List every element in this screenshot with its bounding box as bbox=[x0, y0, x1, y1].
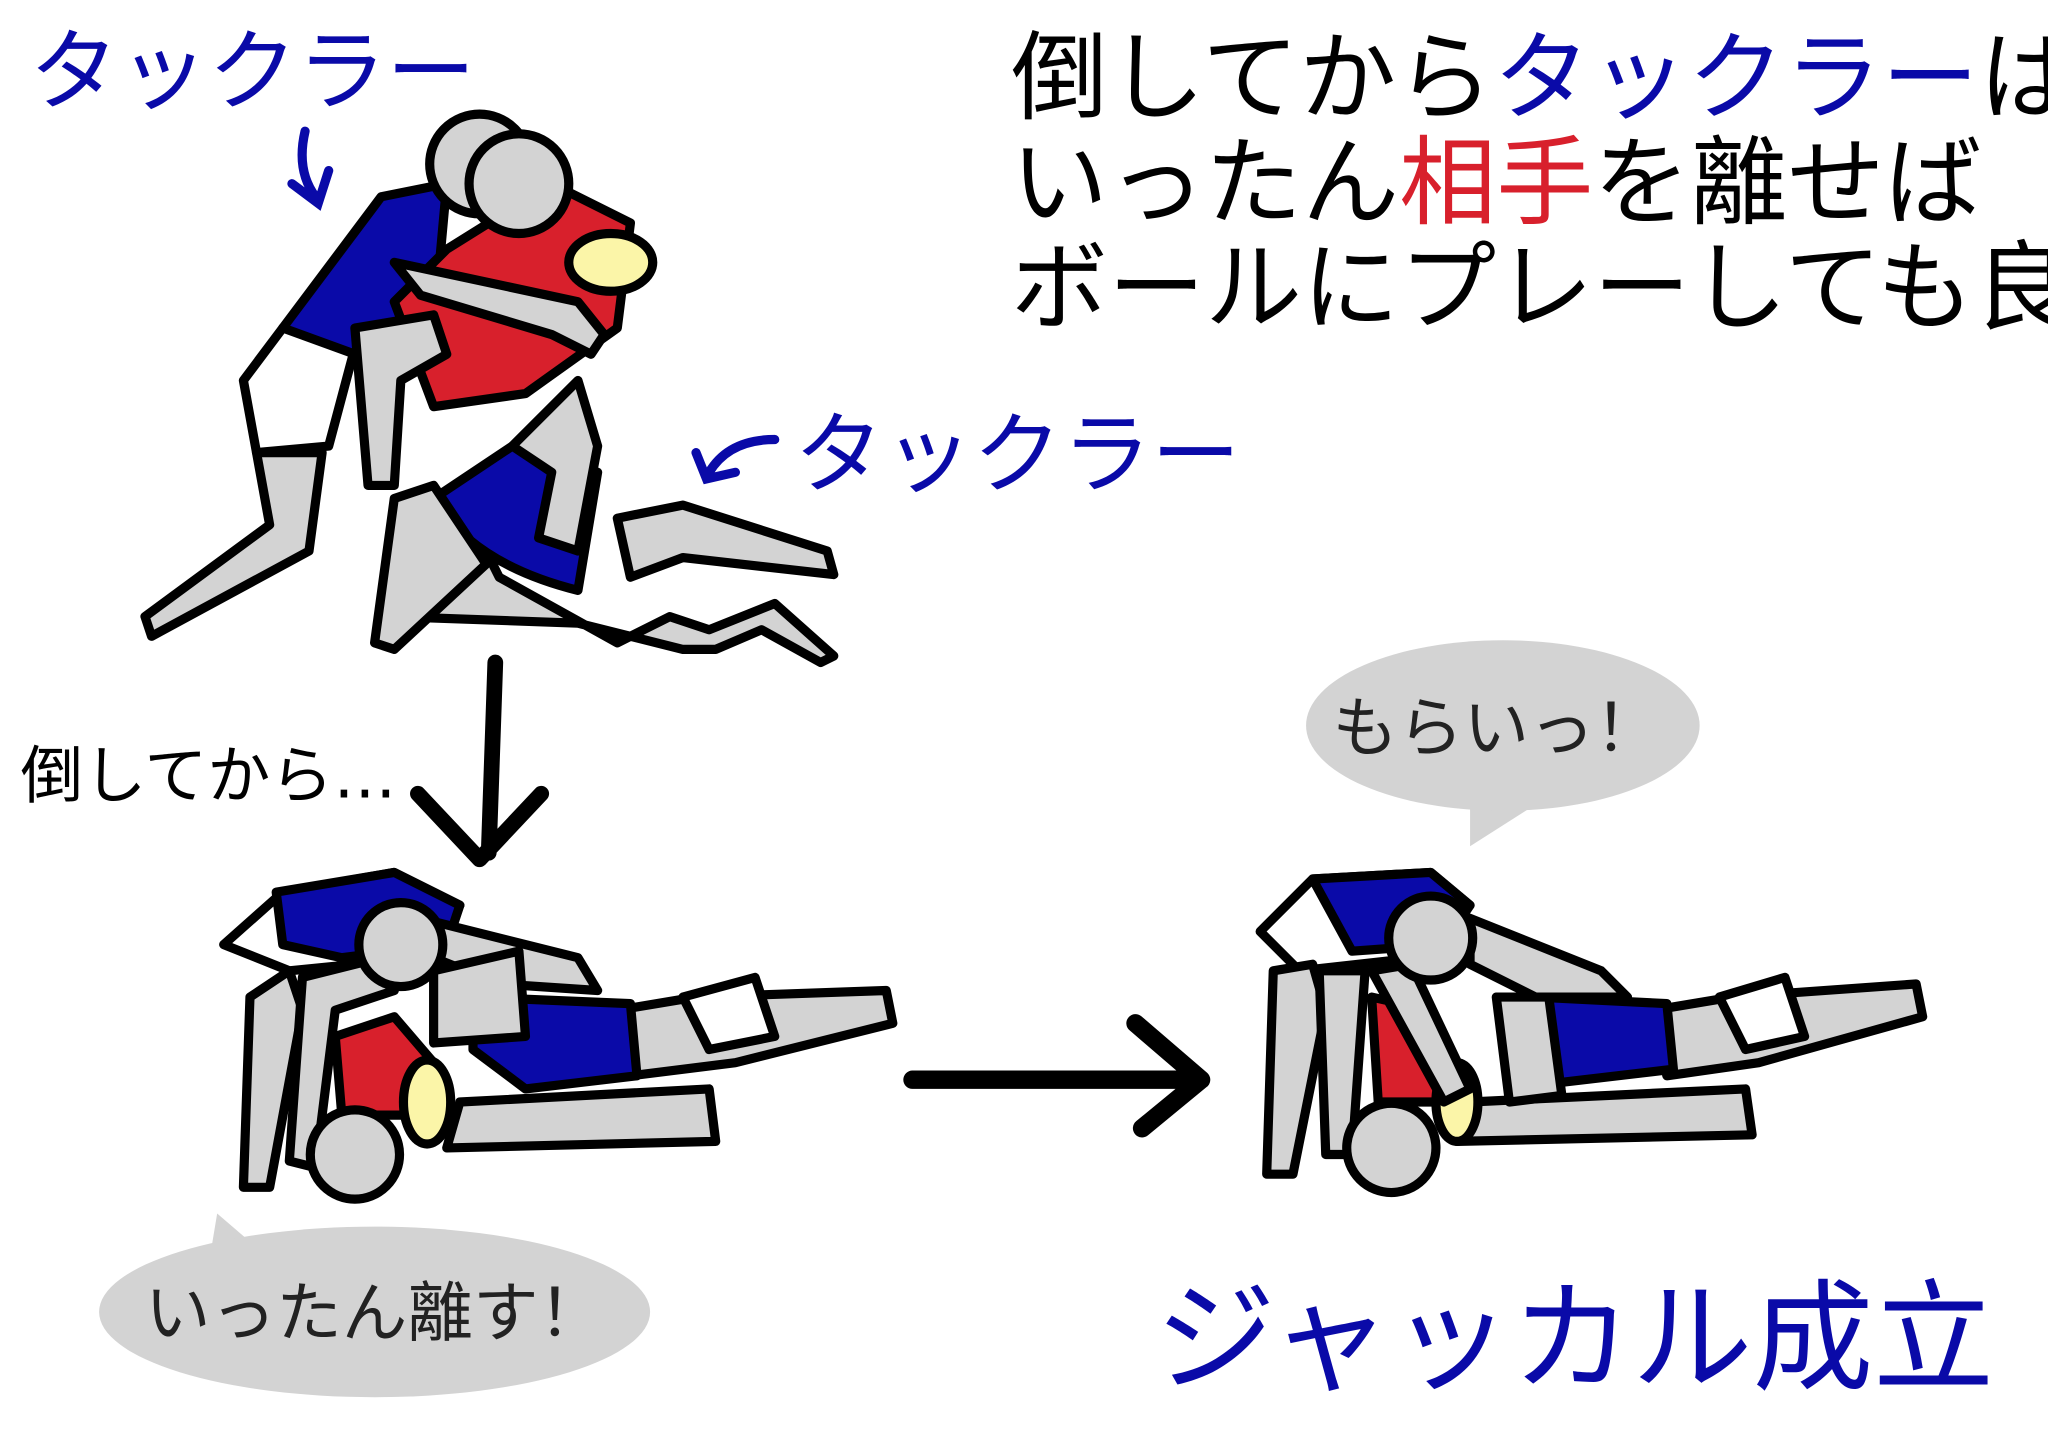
steal-bubble-text: もらいっ！ bbox=[1332, 690, 1660, 766]
jackal-illustration bbox=[1255, 867, 1928, 1198]
arrow-to-tackler-icon bbox=[287, 126, 334, 211]
headline: 倒してからタックラーは いったん相手を離せば ボールにプレーしても良い bbox=[1011, 22, 2048, 345]
tackler-label-mid: タックラー bbox=[794, 403, 1240, 507]
after-down-label: 倒してから… bbox=[20, 740, 396, 813]
steal-speech-bubble: もらいっ！ bbox=[1306, 640, 1700, 847]
tackle-illustration bbox=[140, 109, 839, 668]
down-arrow-icon bbox=[410, 654, 550, 868]
release-bubble-text: いったん離す！ bbox=[145, 1276, 604, 1352]
headline-line-3: ボールにプレーしても良い bbox=[1011, 231, 2048, 344]
arrow-to-tackler-icon bbox=[691, 434, 780, 485]
headline-line-1: 倒してからタックラーは bbox=[1011, 22, 2048, 135]
release-illustration bbox=[219, 867, 898, 1204]
jackal-success-label: ジャッカル成立 bbox=[1155, 1269, 1994, 1409]
headline-line-2: いったん相手を離せば bbox=[1011, 126, 1982, 239]
right-arrow-icon bbox=[903, 1014, 1211, 1138]
tackler-label-top: タックラー bbox=[30, 20, 476, 124]
release-speech-bubble: いったん離す！ bbox=[99, 1213, 651, 1398]
